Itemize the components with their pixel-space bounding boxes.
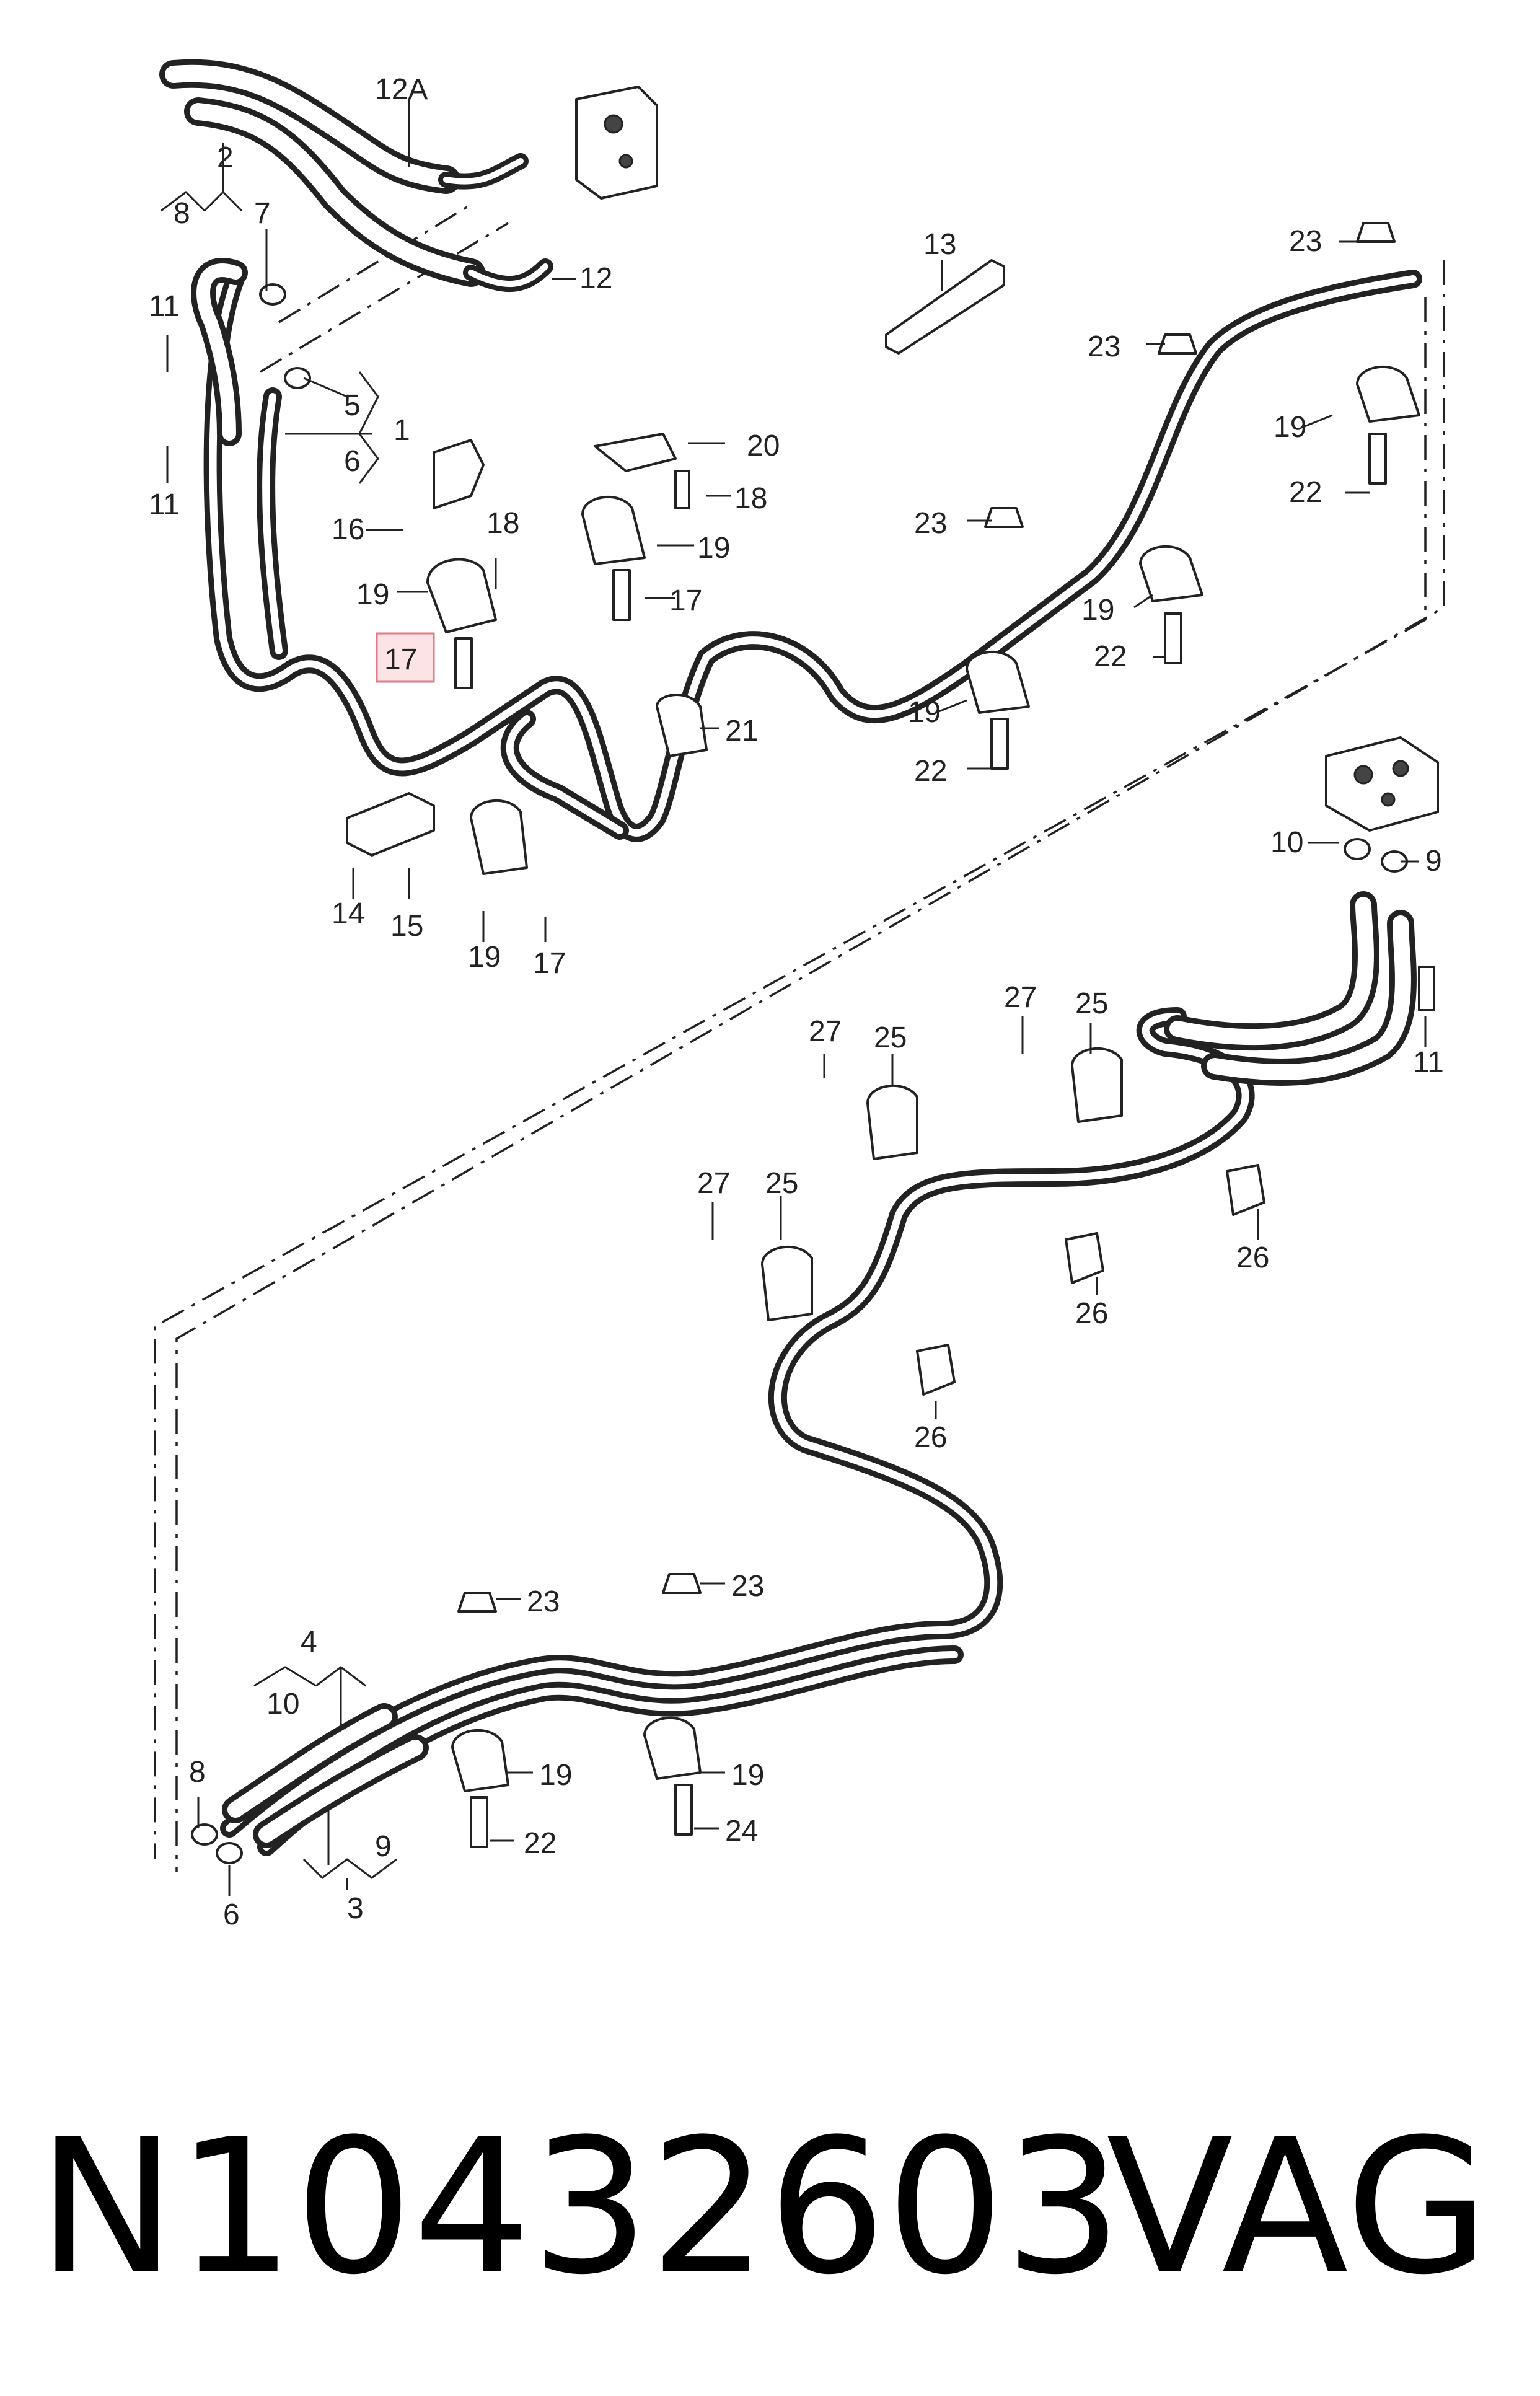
part-number: N10432603	[37, 2099, 1122, 2315]
callout-24: 24	[725, 1815, 758, 1848]
callout-4: 4	[301, 1626, 317, 1658]
callout-16: 16	[332, 513, 364, 546]
refrigerant-line-right-hoses	[1164, 891, 1417, 1086]
refrigerant-line-upper	[203, 270, 1422, 842]
callout-23-d: 23	[527, 1585, 560, 1618]
callout-10-right: 10	[1270, 826, 1303, 859]
callout-19-h: 19	[731, 1759, 764, 1792]
callout-21: 21	[725, 715, 758, 747]
refrigerant-line-upper-hoses	[159, 59, 553, 446]
push-clips-26	[916, 1164, 1265, 1396]
bracket-14	[346, 792, 435, 857]
callout-25-a: 25	[874, 1021, 907, 1054]
cover-strip-13	[885, 259, 1005, 355]
callout-11-b: 11	[149, 488, 180, 521]
callout-20: 20	[747, 429, 780, 462]
callout-26-a: 26	[1236, 1241, 1269, 1274]
callout-19-g: 19	[539, 1759, 572, 1792]
nuts-23	[457, 222, 1396, 1613]
callout-10-left: 10	[266, 1688, 299, 1720]
callout-27-a: 27	[809, 1015, 842, 1048]
callout-26-c: 26	[914, 1421, 947, 1454]
callout-17-a: 17	[669, 584, 702, 617]
callout-22-b: 22	[1094, 640, 1127, 673]
callout-22-a: 22	[1289, 476, 1322, 509]
callout-9-bottom: 9	[375, 1830, 392, 1863]
highlight-box-17	[376, 632, 435, 683]
callout-14: 14	[332, 897, 364, 930]
bolts	[454, 433, 1435, 1848]
callout-19-e: 19	[908, 696, 941, 729]
callout-11-a: 11	[149, 290, 180, 323]
callout-19-d: 19	[1081, 594, 1114, 627]
callout-3: 3	[347, 1892, 364, 1925]
callout-11-c: 11	[1413, 1046, 1444, 1079]
callout-19-b: 19	[697, 532, 730, 565]
callout-labels: 12A 2 8 7 12 11 11 5 1 6 16 18 19 17 20 …	[149, 73, 1444, 1931]
clip-bracket-upper-left	[433, 433, 677, 509]
callout-22-c: 22	[914, 755, 947, 788]
callout-22-d: 22	[524, 1827, 557, 1860]
callout-17-b: 17	[533, 947, 566, 980]
refrigerant-line-lower-hoses	[222, 1703, 429, 1848]
callout-25-c: 25	[765, 1167, 798, 1200]
callout-19-f: 19	[468, 941, 501, 974]
callout-8-bottom: 8	[189, 1756, 206, 1789]
callout-27-c: 27	[697, 1167, 730, 1200]
callout-6-top: 6	[344, 445, 361, 478]
callout-1: 1	[394, 414, 410, 447]
callout-2: 2	[217, 141, 234, 174]
callout-8-top: 8	[174, 197, 190, 230]
callout-27-b: 27	[1004, 981, 1037, 1014]
callout-25-b: 25	[1075, 987, 1108, 1020]
routing-boundary-lines	[154, 203, 1445, 1872]
callout-23-c: 23	[914, 507, 947, 540]
expansion-valve-right	[1325, 736, 1439, 832]
callout-23-e: 23	[731, 1570, 764, 1603]
callout-15: 15	[390, 910, 423, 943]
brand-name: VAG	[1106, 2099, 1489, 2315]
callout-7: 7	[254, 197, 271, 230]
callout-19-a: 19	[356, 578, 389, 611]
callout-23-b: 23	[1088, 330, 1120, 363]
callout-13: 13	[923, 228, 956, 261]
expansion-valve-top	[575, 86, 658, 200]
callout-12: 12	[579, 262, 612, 295]
leader-lines	[161, 99, 1427, 1896]
pipe-clamps	[426, 365, 1420, 1792]
callout-6-bottom: 6	[223, 1898, 240, 1931]
callout-18-b: 18	[734, 482, 767, 515]
callout-5: 5	[344, 389, 361, 422]
callout-18-a: 18	[486, 507, 519, 540]
sealing-rings	[191, 283, 1408, 1864]
callout-17-highlighted: 17	[384, 643, 417, 676]
callout-26-b: 26	[1075, 1297, 1108, 1330]
callout-12a: 12A	[375, 73, 428, 106]
callout-9-right: 9	[1425, 845, 1442, 878]
callout-23-a: 23	[1289, 225, 1322, 258]
callout-19-c: 19	[1274, 411, 1306, 444]
